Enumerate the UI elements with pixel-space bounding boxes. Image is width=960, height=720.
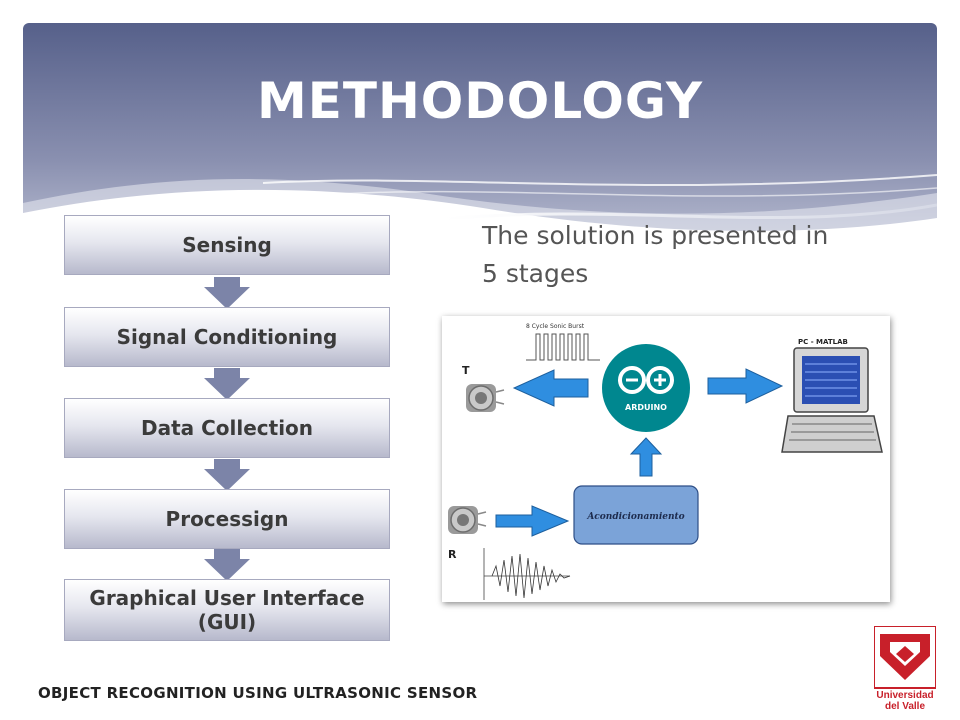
slide-title: METHODOLOGY — [256, 72, 704, 130]
arduino-logo-icon: ARDUINO — [602, 344, 690, 432]
echo-waveform — [491, 553, 571, 599]
arduino-label: ARDUINO — [625, 403, 667, 412]
conditioning-label: Acondicionamiento — [586, 512, 684, 522]
arrow-to-transmitter-icon — [512, 369, 589, 407]
arrow-to-conditioning-icon — [495, 505, 570, 537]
stage-sensing: Sensing — [64, 215, 390, 275]
burst-label: 8 Cycle Sonic Burst — [526, 323, 585, 330]
down-arrow-icon — [204, 368, 250, 400]
stage-flow: Sensing Signal Conditioning Data Collect… — [64, 215, 392, 645]
logo-line-2: del Valle — [884, 701, 926, 712]
university-logo-text: Universidad del Valle — [866, 690, 944, 712]
slide-footer: OBJECT RECOGNITION USING ULTRASONIC SENS… — [38, 684, 478, 702]
down-arrow-icon — [204, 277, 250, 309]
down-arrow-icon — [204, 459, 250, 491]
stage-label: Data Collection — [140, 416, 314, 440]
slide-subtitle: The solution is presented in 5 stages — [482, 221, 829, 288]
arrow-to-pc-icon — [707, 368, 784, 404]
stage-data-collection: Data Collection — [64, 398, 390, 458]
stage-label: Processign — [165, 507, 289, 531]
pc-label: PC - MATLAB — [798, 338, 848, 346]
transmitter-sensor-icon — [466, 384, 505, 412]
pc-monitor-icon — [781, 347, 883, 453]
conditioning-block — [573, 485, 699, 545]
receiver-sensor-icon — [448, 506, 487, 534]
receiver-label: R — [448, 548, 457, 561]
university-logo-icon — [874, 626, 936, 689]
stage-label: Signal Conditioning — [116, 325, 338, 349]
stage-signal-conditioning: Signal Conditioning — [64, 307, 390, 367]
logo-line-1: Universidad — [876, 690, 934, 701]
arrow-to-arduino-icon — [629, 437, 663, 477]
stage-label: Sensing — [182, 233, 272, 257]
down-arrow-icon — [204, 549, 250, 581]
echo-axes — [483, 548, 570, 600]
system-diagram: 8 Cycle Sonic Burst T ARDUINO — [442, 316, 890, 602]
stage-processing: Processign — [64, 489, 390, 549]
stage-label: Graphical User Interface (GUI) — [89, 586, 365, 634]
stage-gui: Graphical User Interface (GUI) — [64, 579, 390, 641]
system-diagram-graphic: 8 Cycle Sonic Burst T ARDUINO — [448, 323, 883, 600]
transmitter-label: T — [462, 364, 470, 377]
burst-waveform — [526, 333, 600, 361]
